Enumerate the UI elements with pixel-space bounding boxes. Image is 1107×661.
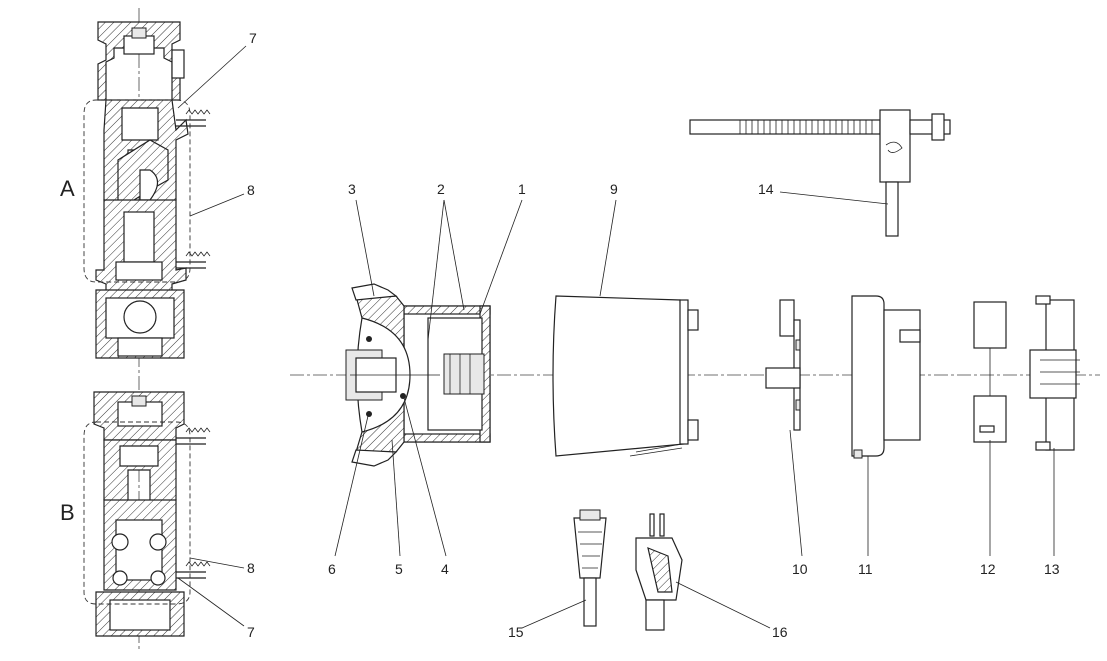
part-12-label: 12 <box>980 561 996 577</box>
motor-unit <box>345 283 491 467</box>
part-7-label-bottom: 7 <box>247 624 255 640</box>
leader-lines <box>177 45 1055 629</box>
part-7-label-top: 7 <box>249 30 257 46</box>
cable-tie <box>689 109 951 237</box>
connector-block <box>973 301 1007 443</box>
part-16-label: 16 <box>772 624 788 640</box>
valve-housing-b <box>83 391 211 637</box>
part-9-label: 9 <box>610 181 618 197</box>
part-1-label: 1 <box>518 181 526 197</box>
part-4-label: 4 <box>441 561 449 577</box>
control-box <box>851 295 921 459</box>
circuit-board <box>765 299 801 431</box>
angled-plug <box>635 513 683 631</box>
part-11-label: 11 <box>858 561 873 577</box>
part-8-label-top: 8 <box>247 182 255 198</box>
section-a-label: A <box>60 176 75 201</box>
part-10-label: 10 <box>792 561 808 577</box>
part-6-label: 6 <box>328 561 336 577</box>
part-2-label: 2 <box>437 181 445 197</box>
part-14-label: 14 <box>758 181 774 197</box>
part-5-label: 5 <box>395 561 403 577</box>
part-8-label-bottom: 8 <box>247 560 255 576</box>
part-15-label: 15 <box>508 624 524 640</box>
section-b-label: B <box>60 500 75 525</box>
terminal-cover <box>1029 295 1080 451</box>
part-3-label: 3 <box>348 181 356 197</box>
part-13-label: 13 <box>1044 561 1060 577</box>
valve-housing-a <box>83 21 211 359</box>
power-plug <box>573 509 607 627</box>
stator-housing <box>552 295 699 457</box>
